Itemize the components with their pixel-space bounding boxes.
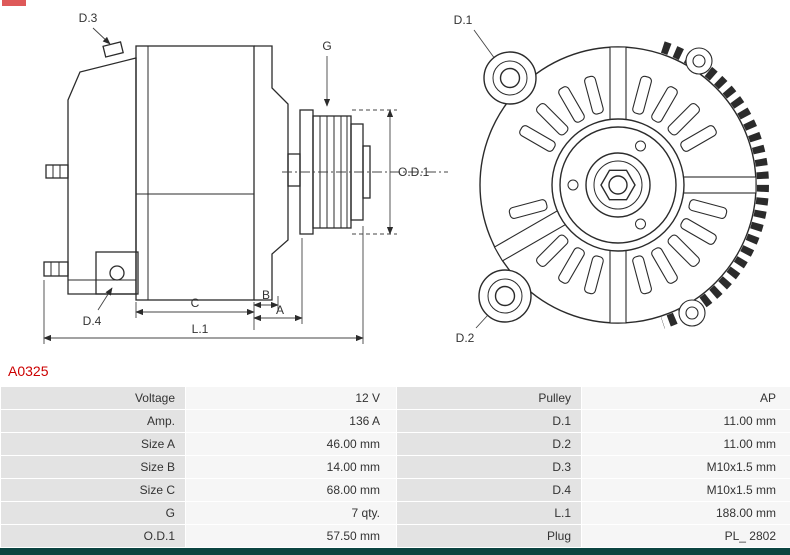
table-row: O.D.1 57.50 mm Plug PL_ 2802 (1, 525, 790, 547)
cooling-ribs (660, 41, 769, 329)
dimension-lines (43, 27, 504, 344)
part-number: A0325 (8, 363, 49, 379)
mounting-ear-bottom (478, 269, 532, 323)
spec-value: 136 A (186, 410, 396, 432)
spec-value: M10x1.5 mm (582, 479, 790, 501)
spec-label: Size C (1, 479, 185, 501)
threaded-stud (43, 261, 69, 277)
spec-value: 68.00 mm (186, 479, 396, 501)
spec-label: D.4 (397, 479, 581, 501)
annotation-b: B (262, 288, 270, 302)
annotation-od1: O.D.1 (398, 165, 430, 179)
annotation-c: C (191, 296, 200, 310)
technical-drawing-panel: D.3 D.4 G O.D.1 C B A L.1 D.1 D.2 (2, 0, 769, 345)
side-view (43, 41, 371, 301)
stator-body (135, 45, 255, 301)
front-view (478, 41, 769, 329)
spec-value: PL_ 2802 (582, 525, 790, 547)
front-bracket (254, 45, 289, 301)
spec-value: 11.00 mm (582, 410, 790, 432)
table-row: Size C 68.00 mm D.4 M10x1.5 mm (1, 479, 790, 501)
spec-value: AP (582, 387, 790, 409)
mounting-lug (95, 251, 139, 295)
spec-label: D.1 (397, 410, 581, 432)
spec-label: D.2 (397, 433, 581, 455)
mounting-ear-top (483, 51, 537, 105)
spec-label: Amp. (1, 410, 185, 432)
spec-value: M10x1.5 mm (582, 456, 790, 478)
spec-label: Pulley (397, 387, 581, 409)
spec-value: 46.00 mm (186, 433, 396, 455)
alternator-technical-drawing: D.3 D.4 G O.D.1 C B A L.1 D.1 D.2 (43, 11, 769, 345)
spec-label: L.1 (397, 502, 581, 524)
annotation-d2: D.2 (456, 331, 475, 345)
terminal-stud (45, 164, 69, 179)
annotation-d4: D.4 (83, 314, 102, 328)
cropped-logo-fragment (2, 0, 26, 6)
spec-table: Voltage 12 V Pulley AP Amp. 136 A D.1 11… (0, 386, 790, 548)
spec-value: 14.00 mm (186, 456, 396, 478)
shaft-nut (600, 169, 636, 201)
annotation-d1: D.1 (454, 13, 473, 27)
bolt-bosses (678, 47, 713, 327)
spec-value: 188.00 mm (582, 502, 790, 524)
annotation-l1: L.1 (192, 322, 209, 336)
spec-label: G (1, 502, 185, 524)
d4-leader (97, 287, 113, 311)
d1-hole (499, 67, 521, 89)
table-row: Size B 14.00 mm D.3 M10x1.5 mm (1, 456, 790, 478)
spec-label: Voltage (1, 387, 185, 409)
bottom-accent-bar (0, 548, 790, 555)
top-bolt (102, 41, 124, 58)
shaft (287, 153, 301, 187)
spec-label: Plug (397, 525, 581, 547)
spec-label: Size A (1, 433, 185, 455)
annotation-a: A (276, 303, 284, 317)
annotation-d3: D.3 (79, 11, 98, 25)
spec-label: O.D.1 (1, 525, 185, 547)
table-row: G 7 qty. L.1 188.00 mm (1, 502, 790, 524)
annotation-labels: D.3 D.4 G O.D.1 C B A L.1 D.1 D.2 (79, 11, 475, 345)
table-row: Amp. 136 A D.1 11.00 mm (1, 410, 790, 432)
rear-housing (67, 57, 137, 295)
spec-label: D.3 (397, 456, 581, 478)
table-row: Voltage 12 V Pulley AP (1, 387, 790, 409)
annotation-g: G (322, 39, 331, 53)
d2-hole (494, 285, 516, 307)
spec-value: 57.50 mm (186, 525, 396, 547)
spec-value: 11.00 mm (582, 433, 790, 455)
d3-leader (92, 27, 111, 45)
pulley-hub (551, 118, 685, 252)
table-row: Size A 46.00 mm D.2 11.00 mm (1, 433, 790, 455)
spec-value: 12 V (186, 387, 396, 409)
spec-value: 7 qty. (186, 502, 396, 524)
spec-label: Size B (1, 456, 185, 478)
